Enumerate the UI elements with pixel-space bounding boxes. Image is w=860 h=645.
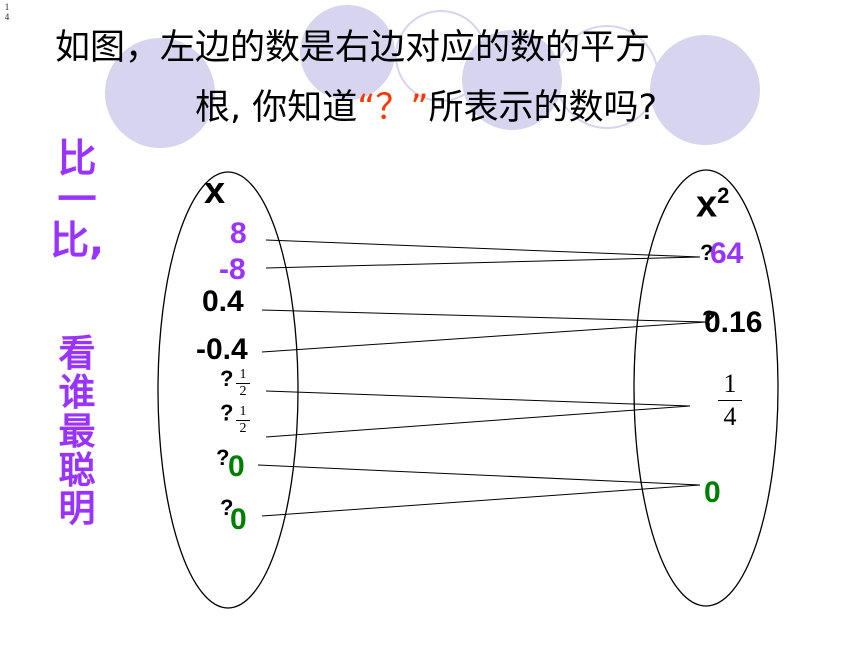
title-line-1: 如图，左边的数是右边对应的数的平方 (55, 28, 651, 68)
decoration-circle (650, 35, 760, 145)
mapping-line (257, 464, 701, 486)
fraction-numerator: 1 (723, 369, 737, 398)
fraction-denominator: 4 (718, 400, 742, 433)
side-char: 谁 (58, 370, 96, 414)
mapping-line (261, 321, 707, 353)
side-char: 一 (57, 177, 97, 223)
side-char: 聪 (58, 448, 96, 492)
decoration-circle (462, 30, 562, 130)
left-value-8: 8 (230, 217, 247, 250)
right-set-header: x2 (696, 183, 729, 227)
side-char: 看 (58, 332, 96, 375)
unknown-mark: ? (220, 366, 234, 391)
left-value-0-4: 0.4 (202, 285, 244, 318)
side-char: 明 (58, 487, 96, 531)
fraction-denominator: 2 (236, 383, 250, 400)
header-base: x (696, 183, 718, 226)
side-char: 比 (57, 137, 97, 182)
right-fraction-quarter: 1 4 (718, 368, 742, 433)
side-char: 比, (50, 218, 104, 264)
unknown-mark: ? (702, 306, 716, 331)
corner-numerator: 1 (4, 2, 10, 12)
mapping-line (265, 256, 701, 269)
title-line-2: 根, 你知道“？”所表示的数吗? (55, 78, 855, 138)
left-fraction-half: 1 2 (236, 367, 250, 400)
left-set-header: x (204, 170, 226, 212)
left-value-zero: 0 (228, 450, 245, 483)
fraction-numerator: 1 (239, 367, 247, 382)
fraction-numerator: 1 (239, 404, 247, 419)
mapping-line (265, 239, 701, 258)
title-line-2-end: 所表示的数吗? (428, 88, 658, 128)
fraction-denominator: 2 (236, 420, 250, 437)
unknown-mark: ? (216, 445, 230, 470)
unknown-mark: ? (220, 495, 234, 520)
question-title: 如图，左边的数是右边对应的数的平方 根, 你知道“？”所表示的数吗? (55, 18, 855, 138)
question-mark-quote: “？” (357, 88, 429, 128)
mapping-line (265, 390, 691, 407)
left-value-neg-8: -8 (219, 253, 246, 286)
title-line-2-start: 根, 你知道 (195, 88, 358, 128)
unknown-mark: ? (220, 400, 234, 425)
left-set-ellipse (157, 171, 299, 609)
corner-denominator: 4 (4, 12, 10, 22)
unknown-mark: ? (700, 240, 714, 265)
side-slogan-part-1: 比 一 比, (44, 137, 110, 264)
side-char: 最 (58, 409, 96, 453)
decoration-circle (105, 38, 215, 148)
left-fraction-neg-half: 1 2 (236, 404, 250, 437)
mapping-line (261, 309, 707, 323)
mapping-line (261, 484, 701, 517)
left-value-zero: 0 (230, 503, 247, 536)
right-value-zero: 0 (704, 476, 721, 509)
corner-fraction: 1 4 (2, 2, 12, 22)
mapping-line (265, 405, 691, 438)
header-exponent: 2 (717, 183, 730, 208)
decoration-circle (300, 5, 395, 100)
right-value-0-16: 0.16 (704, 306, 763, 339)
side-slogan-part-2: 看 谁 最 聪 明 (44, 332, 110, 531)
right-set-ellipse (633, 169, 779, 607)
left-value-neg-0-4: -0.4 (196, 333, 248, 366)
right-value-64: 64 (710, 237, 744, 270)
minus-sign: - (224, 412, 228, 426)
